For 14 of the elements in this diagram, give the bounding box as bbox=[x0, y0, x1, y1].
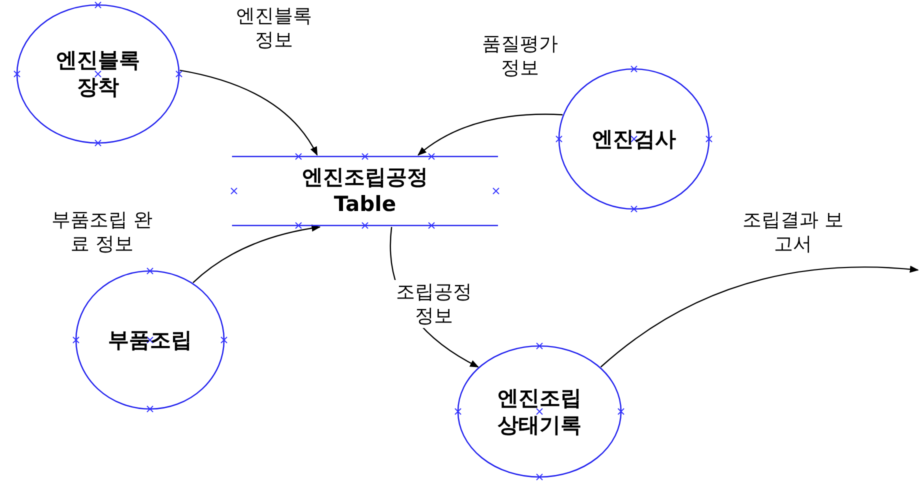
process-circle bbox=[457, 345, 622, 478]
node-label: 엔진검사 bbox=[592, 126, 676, 152]
arrow bbox=[192, 224, 321, 284]
data-store bbox=[232, 156, 498, 226]
arrow bbox=[180, 70, 318, 156]
node-label: 엔진블록 장착 bbox=[55, 47, 141, 101]
arrow bbox=[418, 114, 563, 156]
process-circle bbox=[558, 68, 710, 210]
node-label: 부품조립 bbox=[108, 326, 192, 354]
process-circle bbox=[16, 4, 180, 144]
arrow bbox=[600, 266, 919, 368]
process-circle bbox=[75, 270, 225, 410]
node-label: 엔진조립 상태기록 bbox=[496, 384, 582, 438]
node-label: 엔진조립공정 Table bbox=[301, 164, 429, 218]
